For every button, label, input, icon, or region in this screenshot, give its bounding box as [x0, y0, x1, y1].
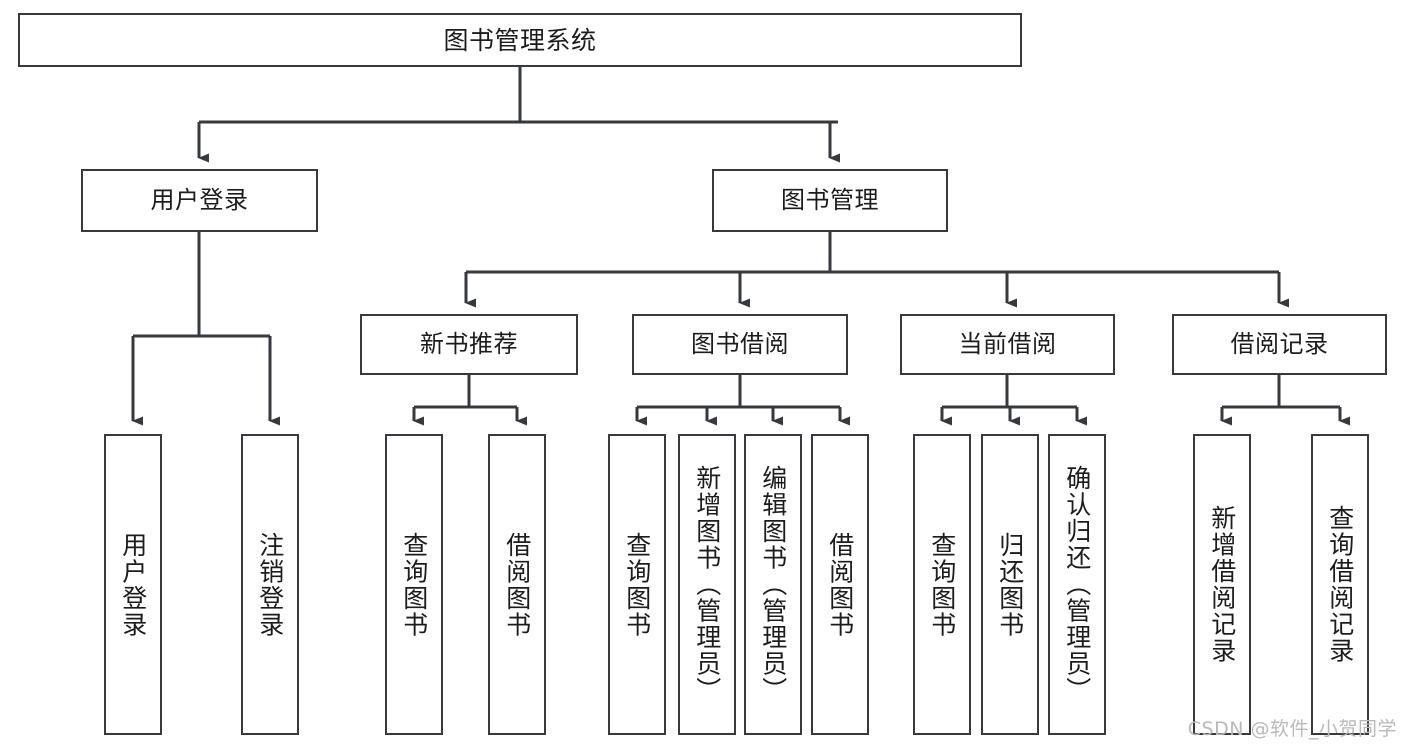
node-label: 归还图书	[995, 531, 1025, 638]
node-leaf-confirm-return[interactable]: 确认归还（管理员）	[1048, 434, 1106, 735]
node-user-login[interactable]: 用户登录	[81, 169, 318, 232]
node-label: 编辑图书（管理员）	[758, 465, 788, 704]
node-label: 图书管理	[781, 185, 879, 214]
node-leaf-query-book-3[interactable]: 查询图书	[913, 434, 971, 735]
node-leaf-query-record[interactable]: 查询借阅记录	[1311, 434, 1369, 735]
node-leaf-borrow-book-2[interactable]: 借阅图书	[811, 434, 869, 735]
node-label: 查询图书	[622, 531, 652, 638]
node-new-book-recommend[interactable]: 新书推荐	[360, 314, 578, 375]
node-label: 借阅记录	[1230, 329, 1329, 358]
node-leaf-query-book-1[interactable]: 查询图书	[385, 434, 443, 735]
node-label: 借阅图书	[502, 531, 532, 638]
node-leaf-user-login[interactable]: 用户登录	[104, 434, 162, 735]
node-leaf-return-book[interactable]: 归还图书	[981, 434, 1039, 735]
node-label: 注销登录	[255, 531, 285, 638]
csdn-watermark: CSDN @软件_小贺同学	[1187, 718, 1397, 740]
node-label: 用户登录	[150, 185, 249, 214]
node-leaf-add-book[interactable]: 新增图书（管理员）	[678, 434, 736, 735]
node-book-borrow[interactable]: 图书借阅	[632, 314, 848, 375]
node-label: 确认归还（管理员）	[1062, 465, 1092, 704]
node-label: 查询图书	[927, 531, 957, 638]
node-leaf-query-book-2[interactable]: 查询图书	[608, 434, 666, 735]
node-root-book-management-system[interactable]: 图书管理系统	[18, 13, 1022, 67]
node-label: 借阅图书	[825, 531, 855, 638]
node-borrow-record[interactable]: 借阅记录	[1172, 314, 1387, 375]
node-leaf-logout-login[interactable]: 注销登录	[241, 434, 299, 735]
node-label: 图书管理系统	[443, 25, 597, 55]
node-label: 查询借阅记录	[1325, 505, 1355, 664]
node-label: 新增借阅记录	[1207, 505, 1237, 664]
node-label: 用户登录	[118, 531, 148, 638]
node-label: 新增图书（管理员）	[692, 465, 722, 704]
node-current-borrow[interactable]: 当前借阅	[900, 314, 1115, 375]
node-leaf-add-record[interactable]: 新增借阅记录	[1193, 434, 1251, 735]
node-book-management[interactable]: 图书管理	[712, 169, 948, 232]
node-label: 当前借阅	[958, 329, 1057, 358]
node-leaf-edit-book[interactable]: 编辑图书（管理员）	[744, 434, 802, 735]
node-label: 新书推荐	[420, 329, 518, 358]
node-label: 查询图书	[399, 531, 429, 638]
node-leaf-borrow-book-1[interactable]: 借阅图书	[488, 434, 546, 735]
node-label: 图书借阅	[691, 329, 789, 358]
